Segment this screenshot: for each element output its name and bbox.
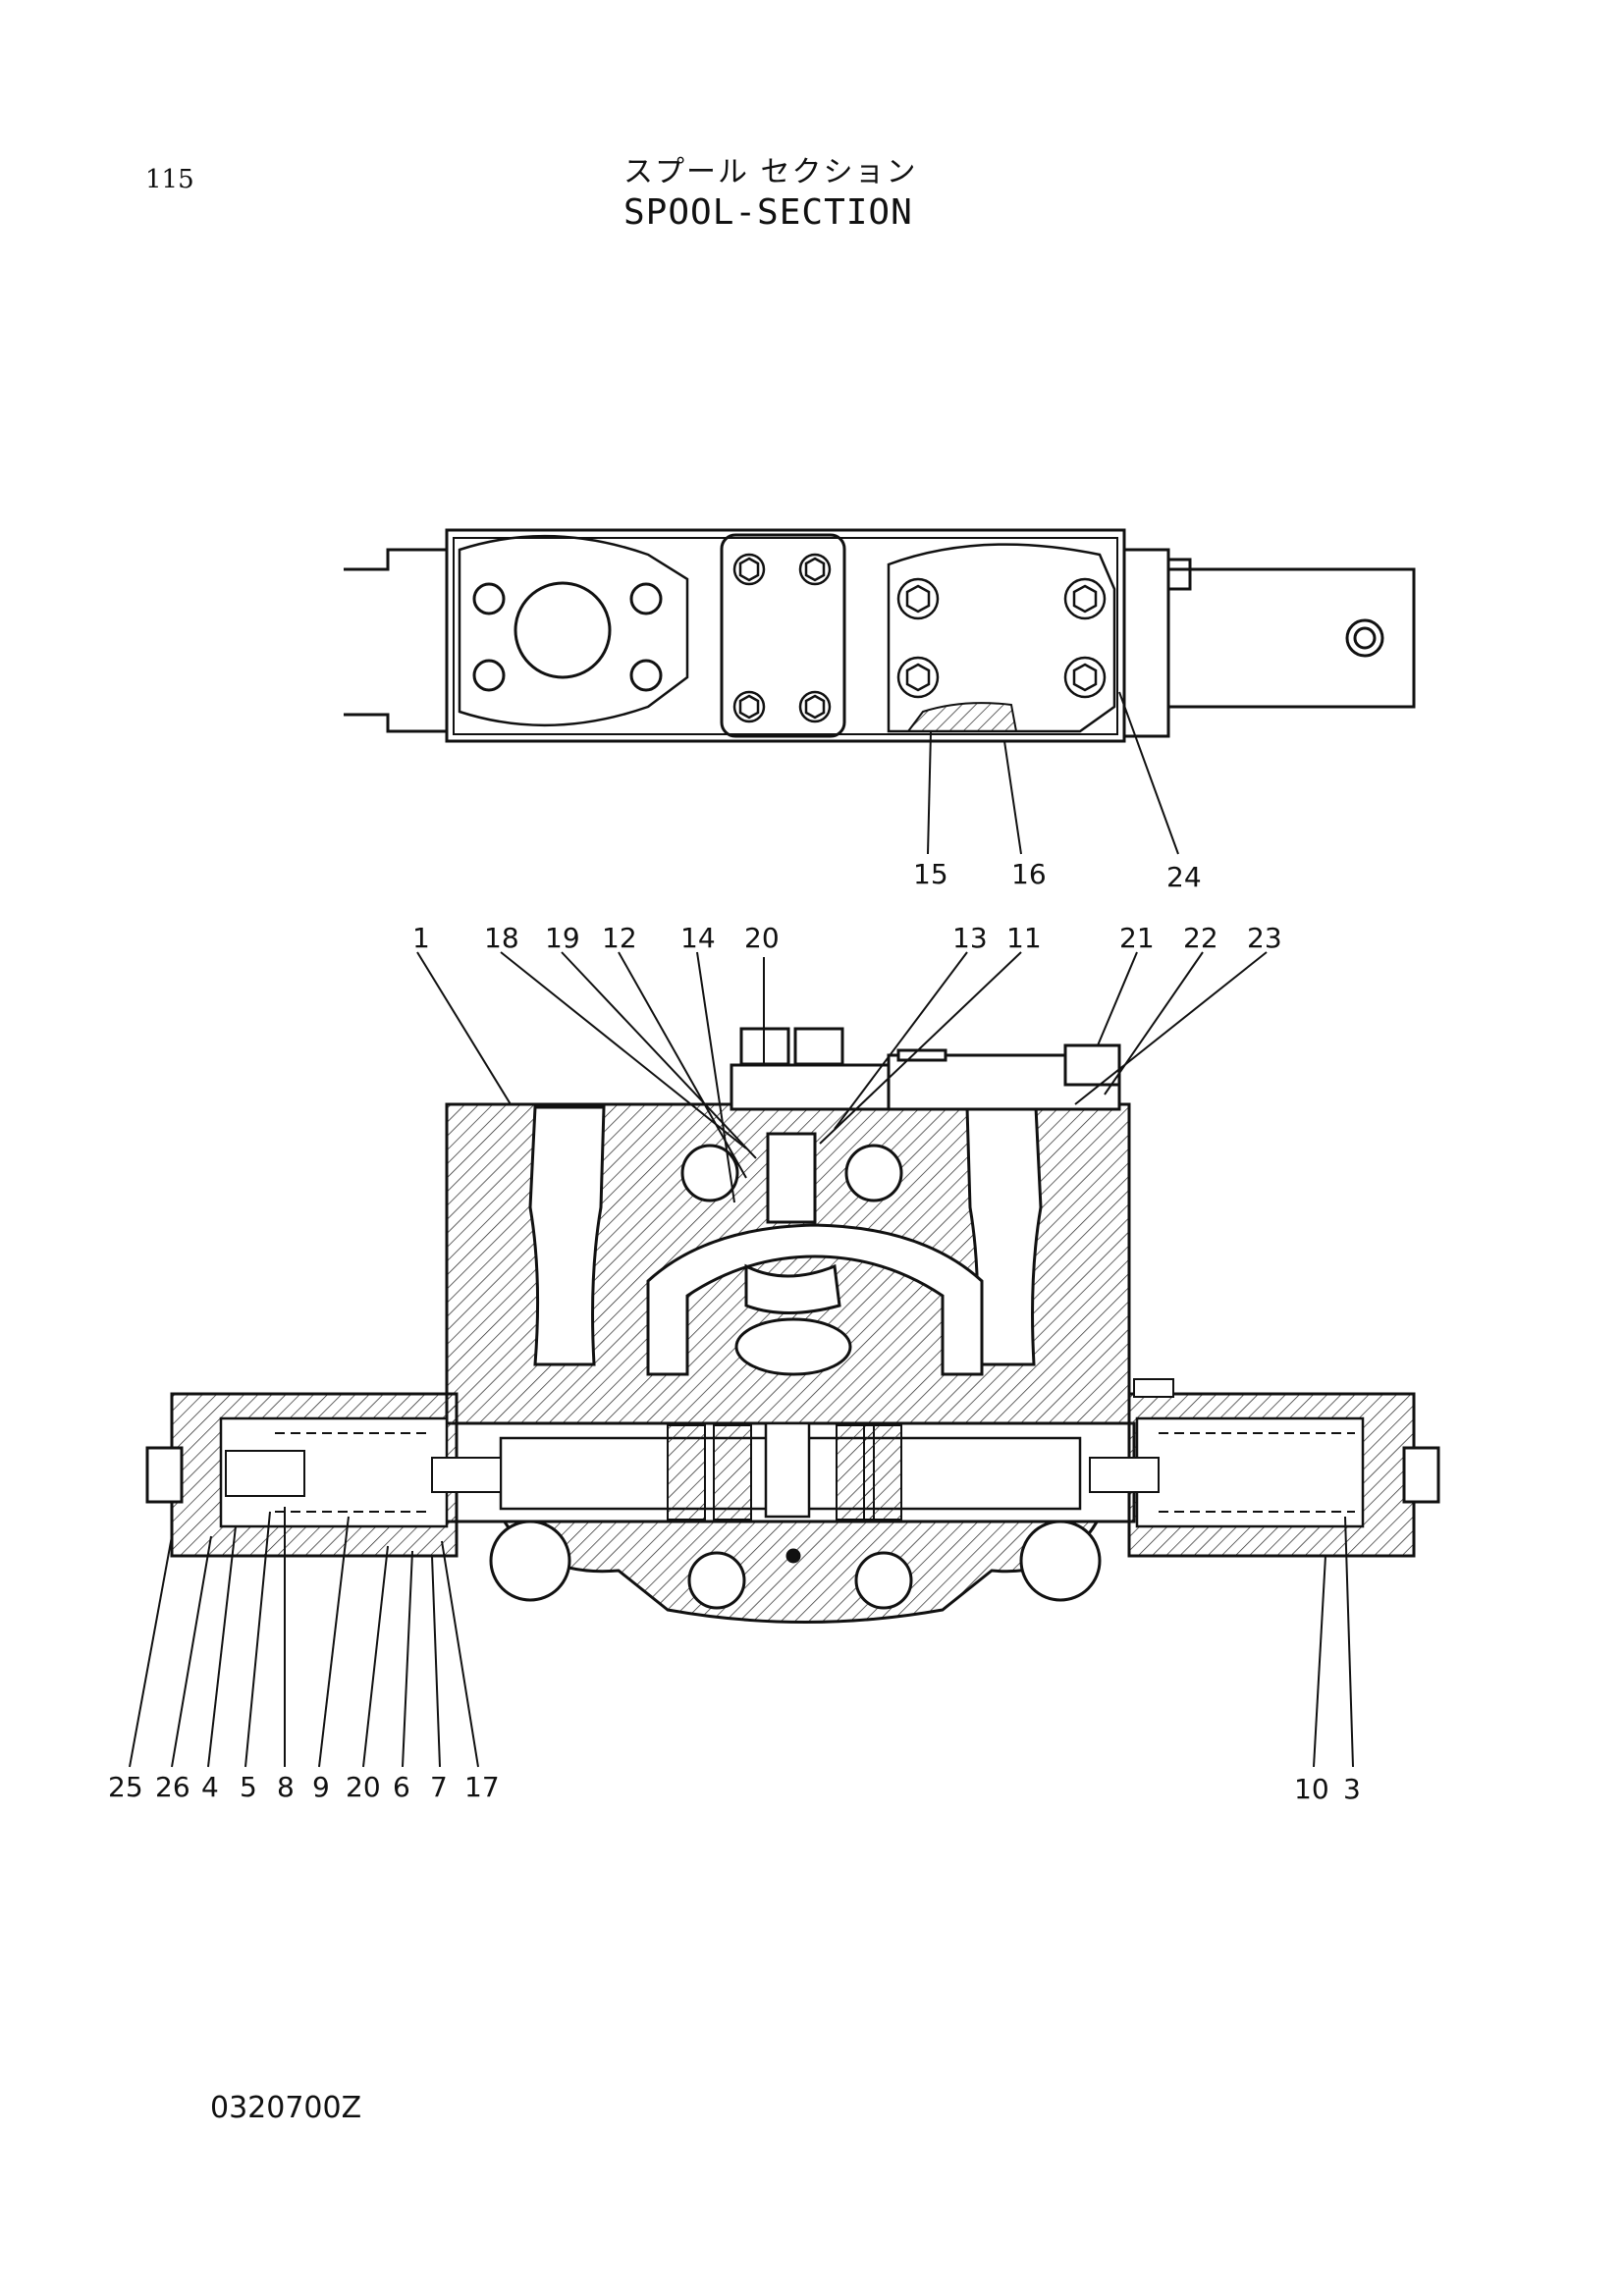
callout-8: 8 — [277, 1771, 295, 1803]
callout-17: 17 — [464, 1771, 500, 1803]
leader-lines — [129, 691, 1354, 1768]
callout-12: 12 — [602, 922, 637, 954]
callout-21: 21 — [1119, 922, 1155, 954]
callout-18: 18 — [484, 922, 519, 954]
callout-20-top: 20 — [744, 922, 780, 954]
callout-16: 16 — [1011, 858, 1047, 890]
callout-24: 24 — [1166, 861, 1202, 893]
callout-3: 3 — [1343, 1773, 1361, 1805]
page-number: 115 — [145, 165, 194, 194]
callout-4: 4 — [201, 1771, 219, 1803]
callout-9: 9 — [312, 1771, 330, 1803]
callout-5: 5 — [240, 1771, 257, 1803]
callout-19: 19 — [545, 922, 580, 954]
section-view — [145, 1027, 1440, 1624]
callout-labels: 15 16 24 1 18 19 12 14 20 13 11 21 22 23… — [108, 858, 1361, 1805]
callout-1: 1 — [412, 922, 430, 954]
callout-6: 6 — [393, 1771, 410, 1803]
title-japanese: スプール セクション — [623, 155, 918, 189]
callout-10: 10 — [1294, 1773, 1329, 1805]
top-view — [344, 528, 1416, 743]
callout-7: 7 — [430, 1771, 448, 1803]
callout-20-bottom: 20 — [346, 1771, 381, 1803]
callout-23: 23 — [1247, 922, 1282, 954]
callout-25: 25 — [108, 1771, 143, 1803]
title-english: SPOOL-SECTION — [623, 192, 913, 233]
callout-11: 11 — [1006, 922, 1042, 954]
callout-15: 15 — [913, 858, 948, 890]
callout-26: 26 — [155, 1771, 190, 1803]
callout-14: 14 — [680, 922, 716, 954]
callout-22: 22 — [1183, 922, 1218, 954]
callout-13: 13 — [952, 922, 988, 954]
drawing-code: 0320700Z — [210, 2091, 362, 2125]
